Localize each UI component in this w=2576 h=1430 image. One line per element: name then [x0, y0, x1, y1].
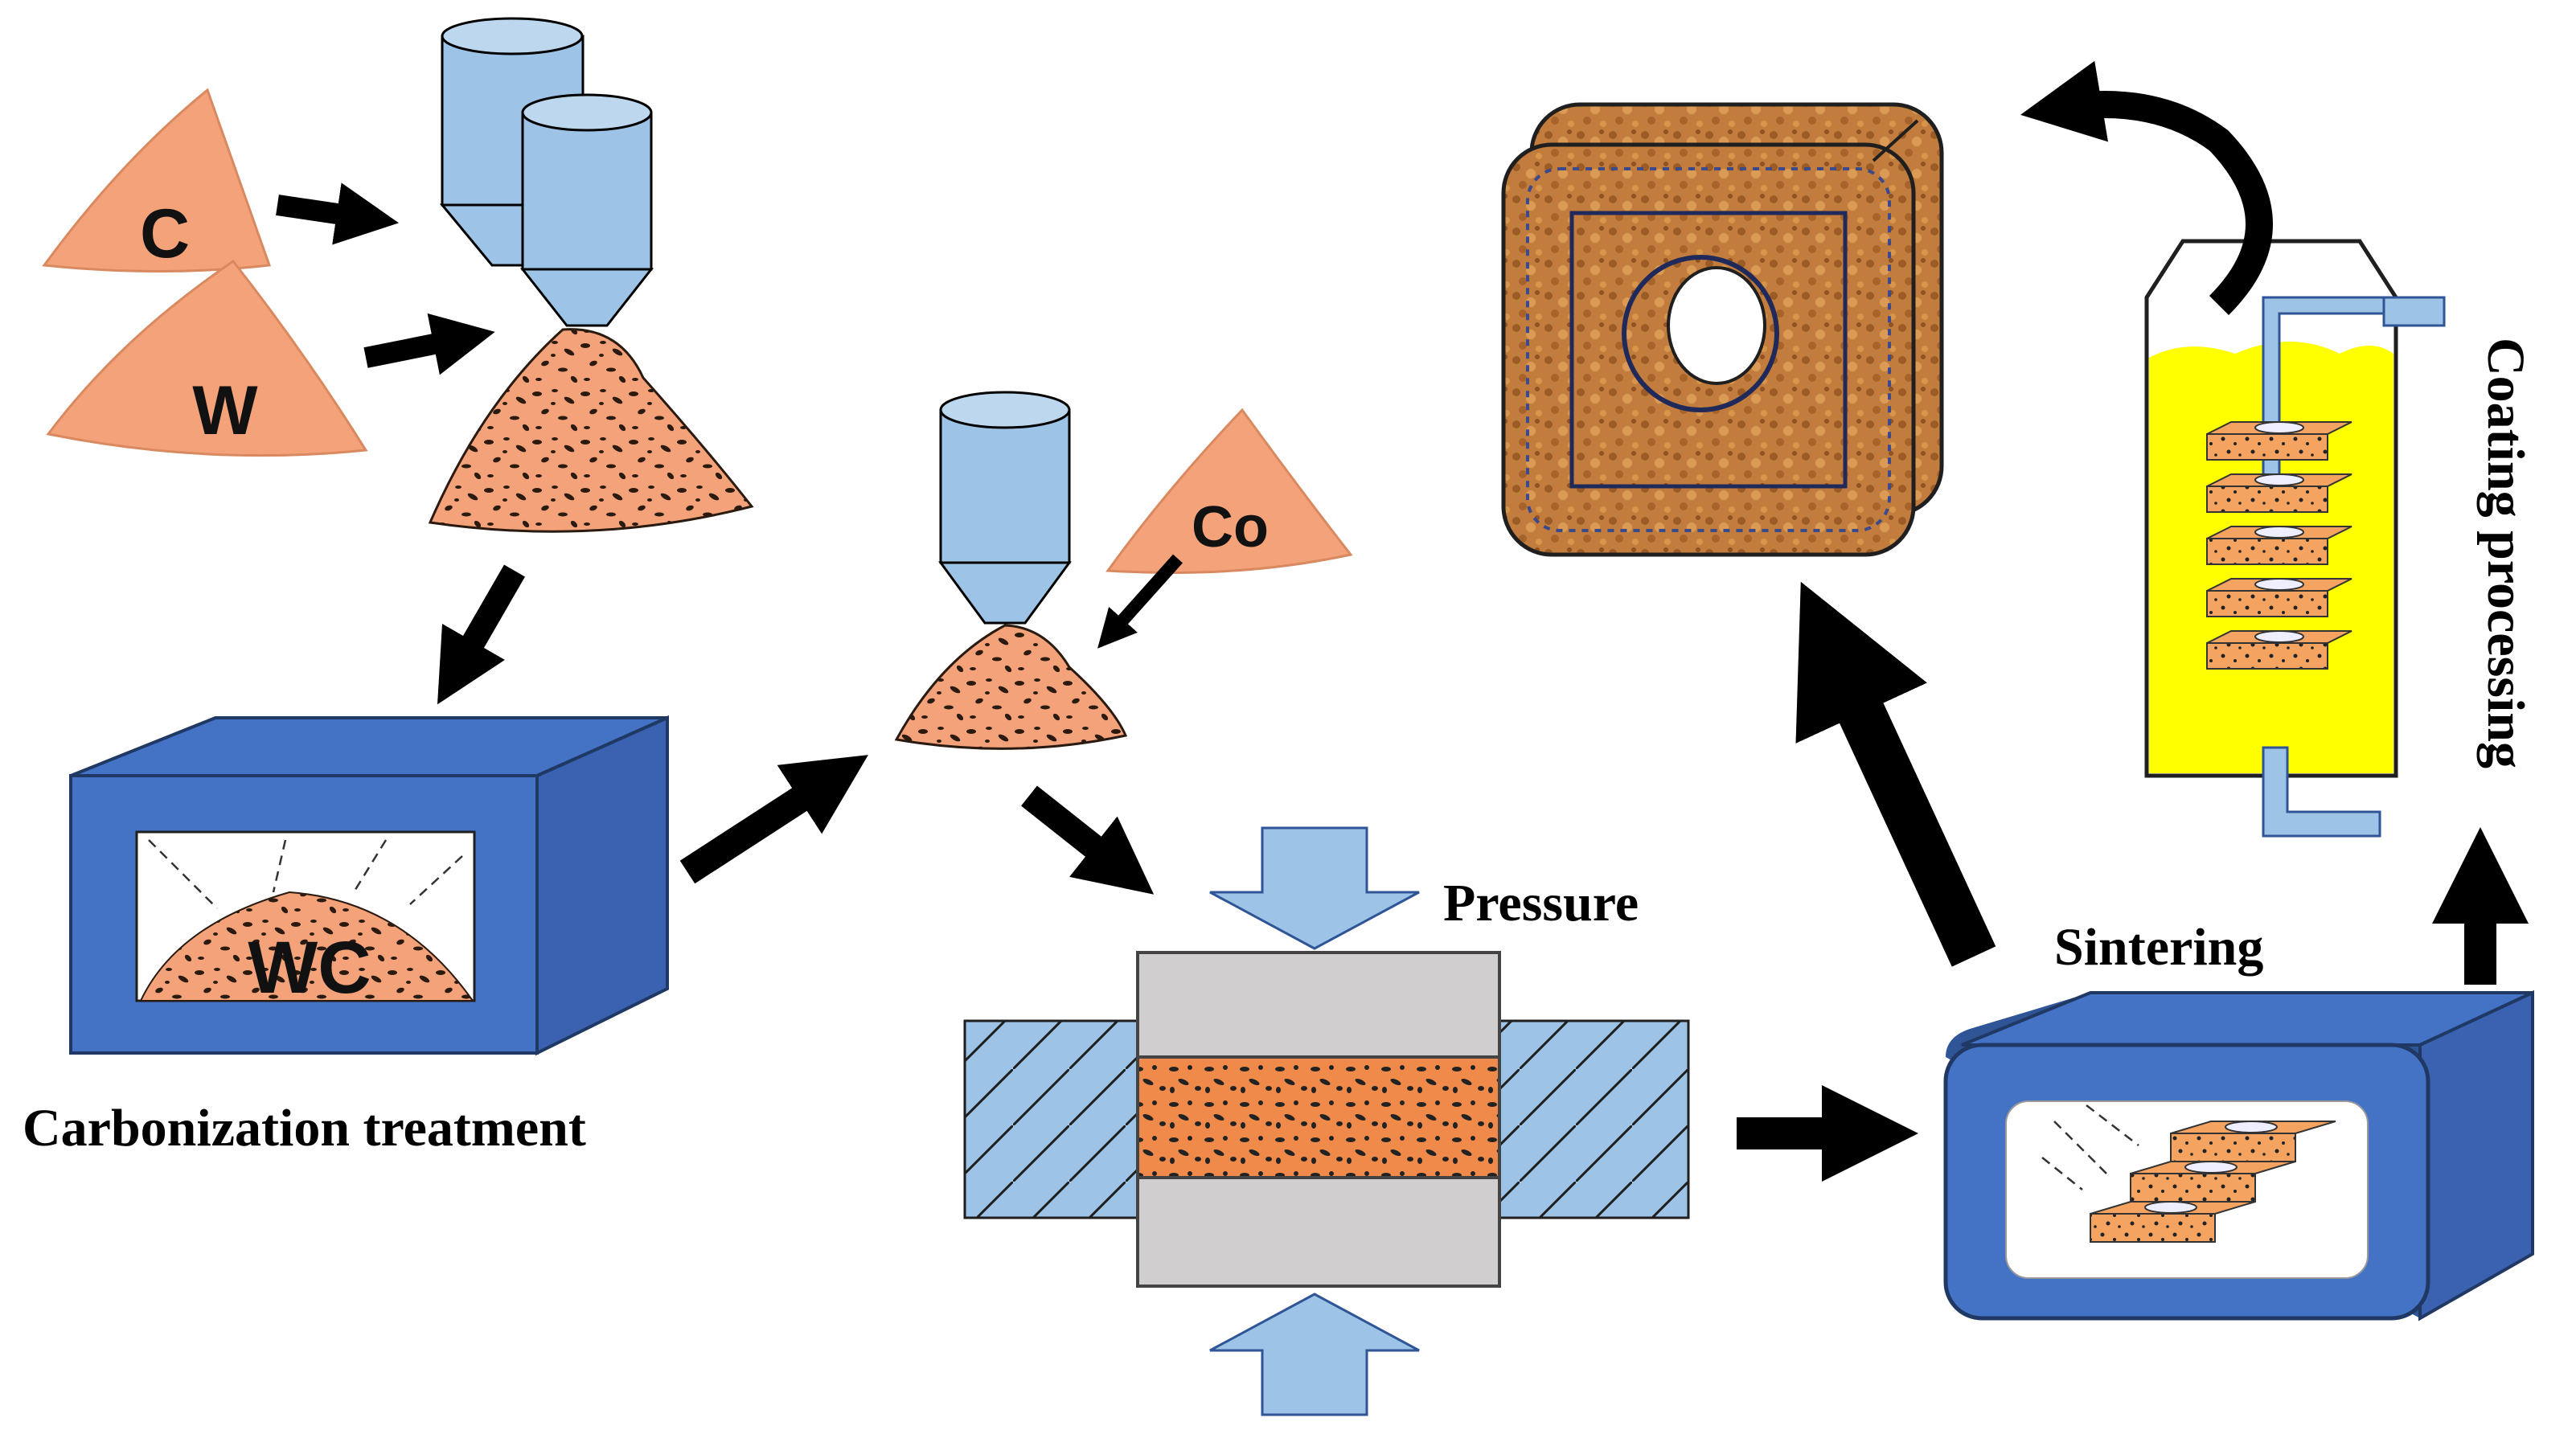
pressing-die [963, 826, 1690, 1416]
bottom-pressure-arrow [1209, 1293, 1420, 1416]
sintered-inserts [2090, 1121, 2336, 1243]
carbon-powder-pile: C [42, 88, 272, 272]
carbonization-treatment-label: Carbonization treatment [23, 1099, 586, 1158]
arrow-sintering-to-product [1795, 581, 1996, 967]
arrow-tungsten-to-mixer [363, 313, 495, 375]
wc-co-powder-pile [894, 624, 1128, 750]
tungsten-label: W [192, 372, 258, 449]
coating-processing-label: Coating processing [2476, 338, 2535, 768]
carbonization-furnace: WC [69, 715, 669, 1056]
cobalt-label: Co [1192, 495, 1269, 559]
green-compact [1136, 1055, 1501, 1179]
arrow-carbon-to-mixer [276, 182, 400, 245]
inlet-pipe-ext [2382, 296, 2446, 327]
arrow-mixer-to-furnace [437, 564, 525, 705]
top-pressure-arrow [1209, 826, 1420, 950]
coated-insert-stack [2206, 421, 2352, 670]
mixing-hoppers [439, 17, 654, 327]
arrow-cobalt-to-mixer [1097, 554, 1183, 649]
tungsten-powder-pile: W [46, 259, 368, 457]
outlet-pipe [2262, 746, 2381, 838]
front-hopper [519, 93, 654, 327]
upper-punch [1136, 951, 1501, 1059]
arrow-coating-to-product [2020, 60, 2273, 316]
sintering-furnace [1943, 990, 2534, 1321]
arrow-mixer-to-press [1021, 785, 1155, 895]
cobalt-mixing-hopper [938, 391, 1072, 625]
arrow-furnace-to-co-mixer [679, 755, 868, 884]
pressure-label: Pressure [1443, 874, 1639, 932]
carbon-label: C [140, 195, 190, 272]
mixed-powder-pile [428, 328, 754, 533]
coating-reactor [2144, 239, 2446, 838]
die-wall-left [963, 1019, 1139, 1219]
lower-punch [1136, 1176, 1501, 1288]
wc-powder-pile [139, 891, 474, 1002]
tungsten-carbide-label: WC [248, 927, 371, 1009]
sintering-label: Sintering [2054, 918, 2263, 977]
cobalt-powder-pile: Co [1105, 408, 1353, 574]
coated-insert-product [1501, 102, 1944, 557]
die-wall-right [1498, 1019, 1690, 1219]
